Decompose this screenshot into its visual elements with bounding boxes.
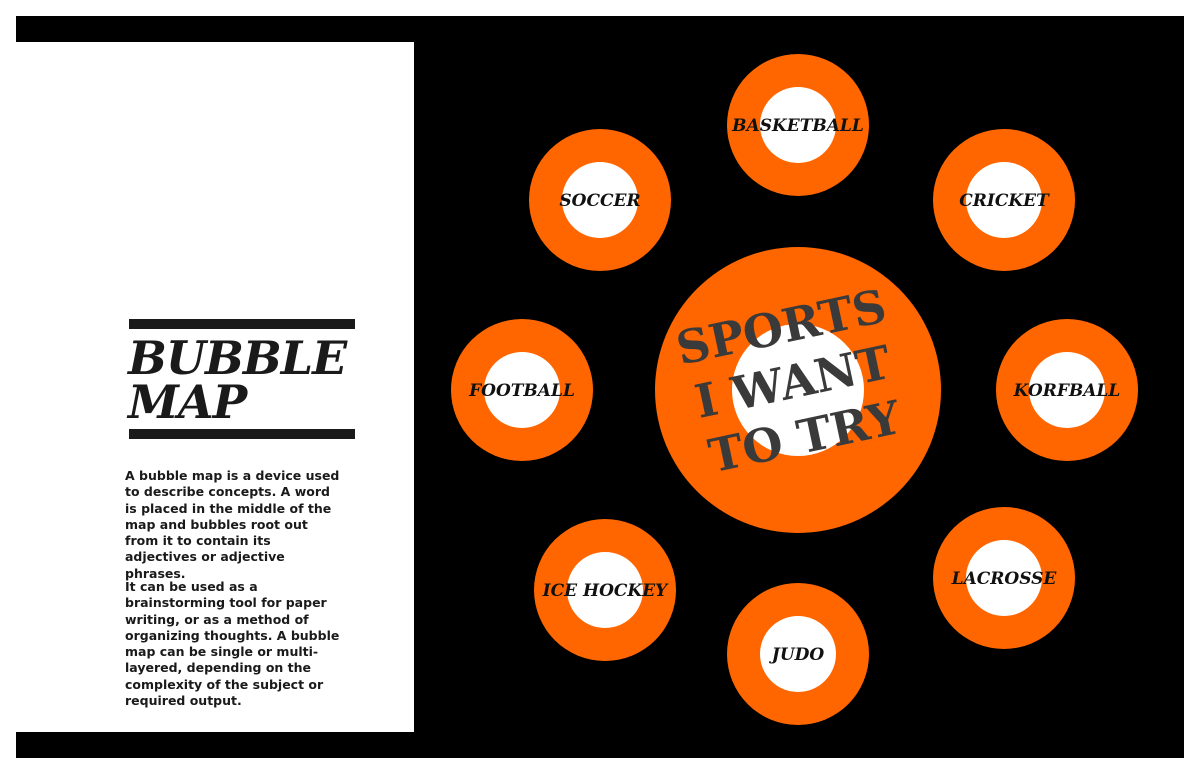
- bubble-core: [567, 552, 643, 628]
- page-title: BUBBLE MAP: [128, 331, 368, 429]
- bubble-core: [966, 162, 1042, 238]
- bubble-core: [966, 540, 1042, 616]
- bubble-core: [760, 616, 836, 692]
- bubble-label-korfball: KORFBALL: [1013, 381, 1121, 401]
- bubble-label-football: FOOTBALL: [468, 381, 575, 401]
- bubble-lacrosse: LACROSSE: [933, 507, 1075, 649]
- bubble-core: [760, 87, 836, 163]
- bubble-judo: JUDO: [727, 583, 869, 725]
- bubble-label-basketball: BASKETBALL: [731, 116, 864, 136]
- bubble-label-soccer: SOCCER: [559, 191, 640, 211]
- info-panel: BUBBLE MAP A bubble map is a device used…: [16, 42, 414, 732]
- bubble-core: [562, 162, 638, 238]
- bubble-soccer: SOCCER: [529, 129, 671, 271]
- bubble-core: [1029, 352, 1105, 428]
- title-bottom-rule: [129, 429, 355, 439]
- title-top-rule: [129, 319, 355, 329]
- bubble-basketball: BASKETBALL: [727, 54, 869, 196]
- bubble-label-judo: JUDO: [769, 645, 825, 665]
- bubble-core: [484, 352, 560, 428]
- description-paragraph-2: It can be used as a brainstorming tool f…: [125, 579, 340, 709]
- bubble-label-ice-hockey: ICE HOCKEY: [542, 581, 669, 601]
- bubble-label-cricket: CRICKET: [959, 191, 1050, 211]
- bubble-korfball: KORFBALL: [996, 319, 1138, 461]
- title-line-2: MAP: [128, 375, 247, 429]
- center-bubble-core: [732, 324, 864, 456]
- bubble-label-lacrosse: LACROSSE: [951, 569, 1058, 589]
- bubble-cricket: CRICKET: [933, 129, 1075, 271]
- title-line-1: BUBBLE: [128, 331, 347, 385]
- center-bubble: SPORTS I WANT TO TRY: [655, 247, 941, 533]
- bubble-football: FOOTBALL: [451, 319, 593, 461]
- bubble-ice-hockey: ICE HOCKEY: [534, 519, 676, 661]
- description-paragraph-1: A bubble map is a device used to describ…: [125, 468, 340, 581]
